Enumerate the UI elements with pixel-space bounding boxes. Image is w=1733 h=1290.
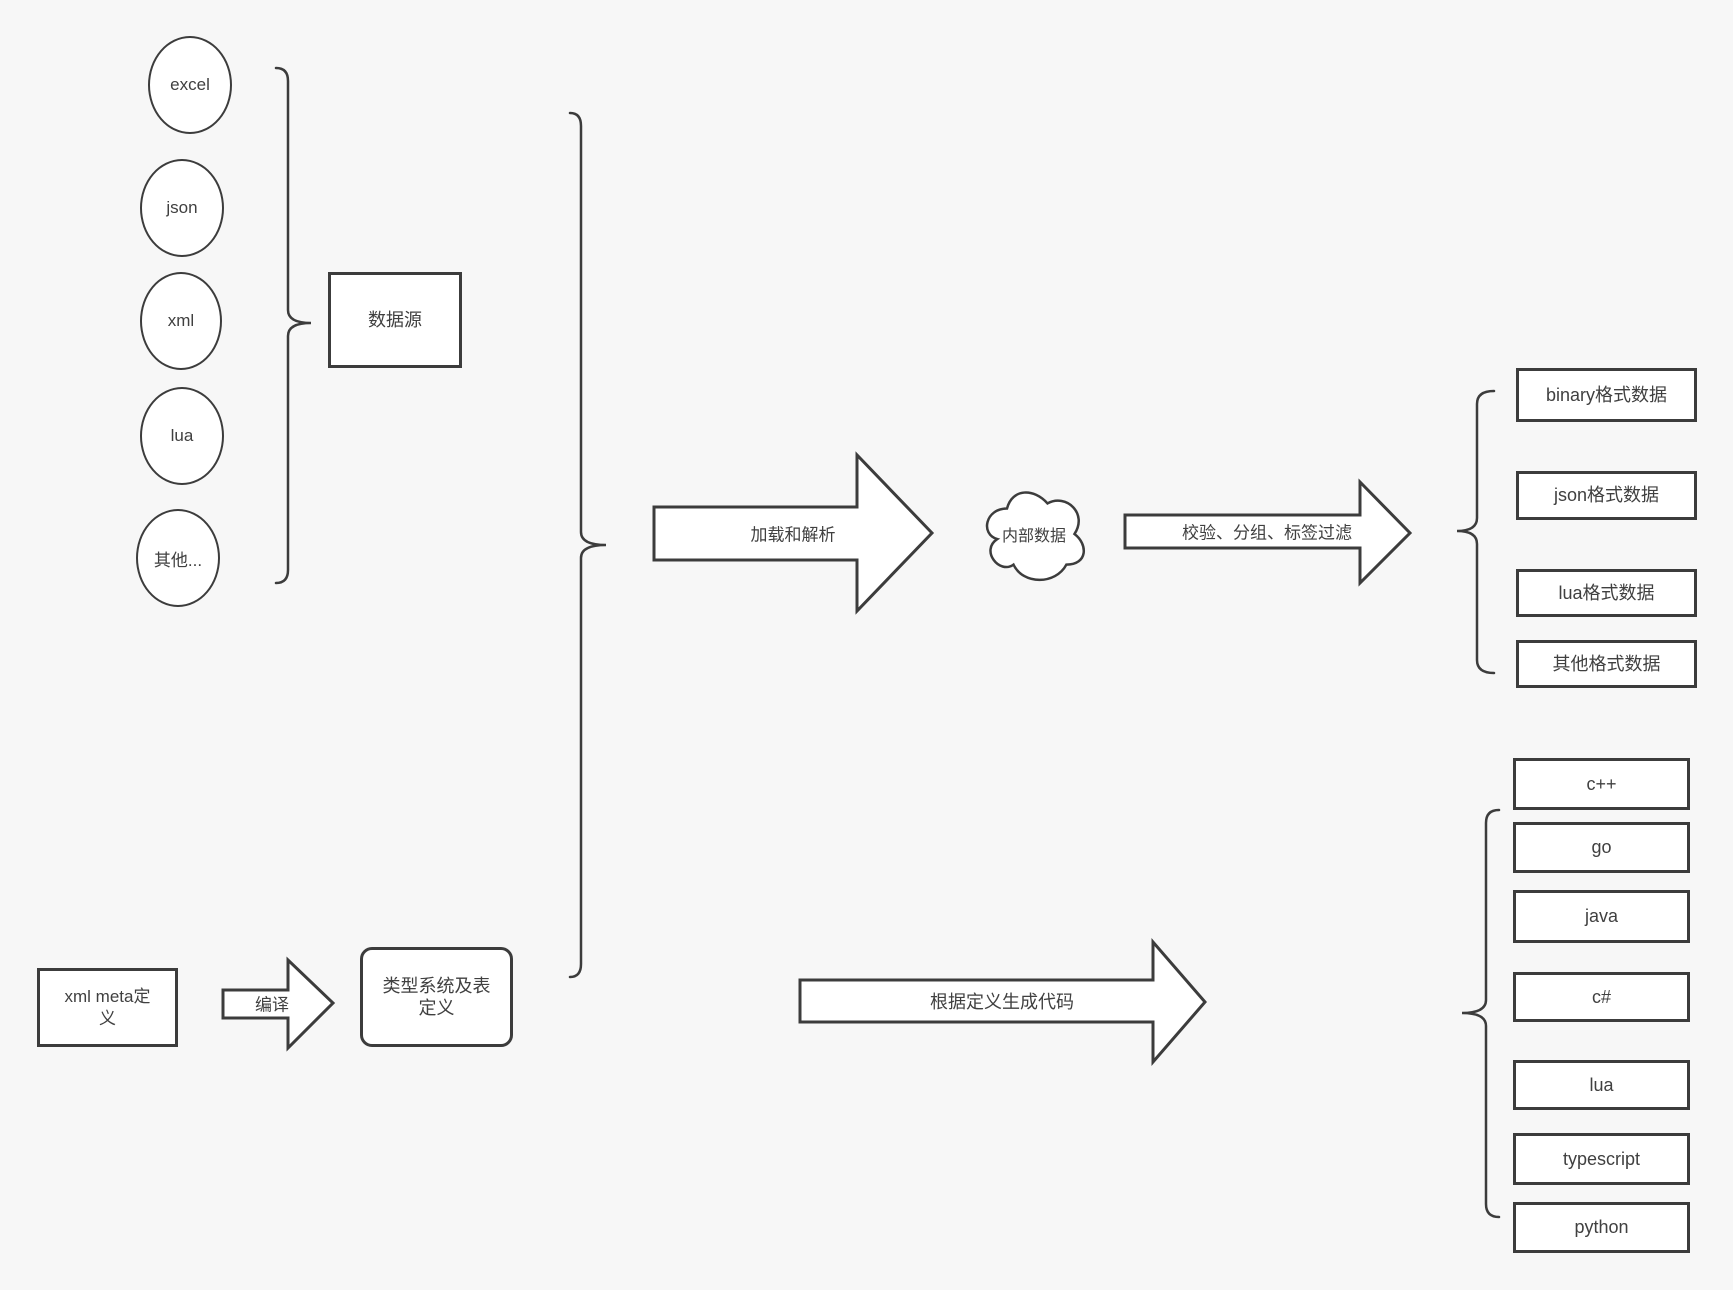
source-circle-lua-label: lua (170, 426, 194, 445)
language-box-cpp: c++ (1513, 758, 1690, 810)
language-box-java-label: java (1584, 906, 1619, 927)
format-box-json: json格式数据 (1516, 471, 1697, 520)
language-box-typescript-label: typescript (1562, 1148, 1641, 1169)
data-source-box: 数据源 (328, 272, 462, 368)
type-system-label: 类型系统及表定义 (382, 975, 491, 1019)
filter-arrow-label: 校验、分组、标签过滤 (1182, 523, 1352, 543)
load-parse-arrow (652, 451, 935, 615)
format-box-lua-label: lua格式数据 (1558, 582, 1655, 603)
xml-meta-label: xml meta定义 (64, 987, 151, 1028)
formats-brace (1456, 389, 1496, 675)
sources-brace (274, 66, 312, 585)
compile-arrow-label: 编译 (255, 995, 289, 1015)
language-box-python-label: python (1574, 1217, 1629, 1238)
format-box-others-label: 其他格式数据 (1552, 653, 1661, 674)
language-box-csharp: c# (1513, 972, 1690, 1022)
language-box-typescript: typescript (1513, 1133, 1690, 1185)
languages-brace (1461, 808, 1501, 1219)
source-circle-lua: lua (140, 387, 224, 485)
codegen-arrow (798, 937, 1207, 1067)
xml-meta-box: xml meta定义 (37, 968, 178, 1047)
format-box-lua: lua格式数据 (1516, 569, 1697, 617)
source-circle-json-label: json (166, 198, 198, 217)
format-box-others: 其他格式数据 (1516, 640, 1697, 688)
source-circle-others-label: 其他... (153, 550, 203, 570)
language-box-go: go (1513, 822, 1690, 873)
source-circle-excel-label: excel (170, 75, 210, 94)
language-box-cpp-label: c++ (1586, 773, 1617, 794)
type-system-box: 类型系统及表定义 (360, 947, 513, 1047)
load-parse-arrow-label: 加载和解析 (750, 525, 836, 545)
language-box-csharp-label: c# (1591, 986, 1611, 1007)
language-box-lua: lua (1513, 1060, 1690, 1110)
source-circle-excel: excel (148, 36, 232, 134)
language-box-lua-label: lua (1589, 1074, 1614, 1095)
format-box-json-label: json格式数据 (1553, 485, 1660, 506)
codegen-arrow-label: 根据定义生成代码 (930, 992, 1074, 1012)
format-box-binary: binary格式数据 (1516, 368, 1697, 422)
pipeline-input-brace (568, 111, 607, 979)
source-circle-xml-label: xml (167, 311, 195, 330)
source-circle-xml: xml (140, 272, 222, 370)
language-box-python: python (1513, 1202, 1690, 1253)
internal-data-label: 内部数据 (1001, 528, 1067, 545)
language-box-go-label: go (1591, 837, 1612, 858)
filter-arrow (1123, 478, 1413, 587)
data-source-label: 数据源 (368, 309, 422, 330)
source-circle-others: 其他... (136, 509, 220, 607)
format-box-binary-label: binary格式数据 (1545, 384, 1668, 405)
internal-data-cloud (985, 491, 1085, 581)
source-circle-json: json (140, 159, 224, 257)
language-box-java: java (1513, 890, 1690, 943)
compile-arrow (221, 956, 336, 1052)
